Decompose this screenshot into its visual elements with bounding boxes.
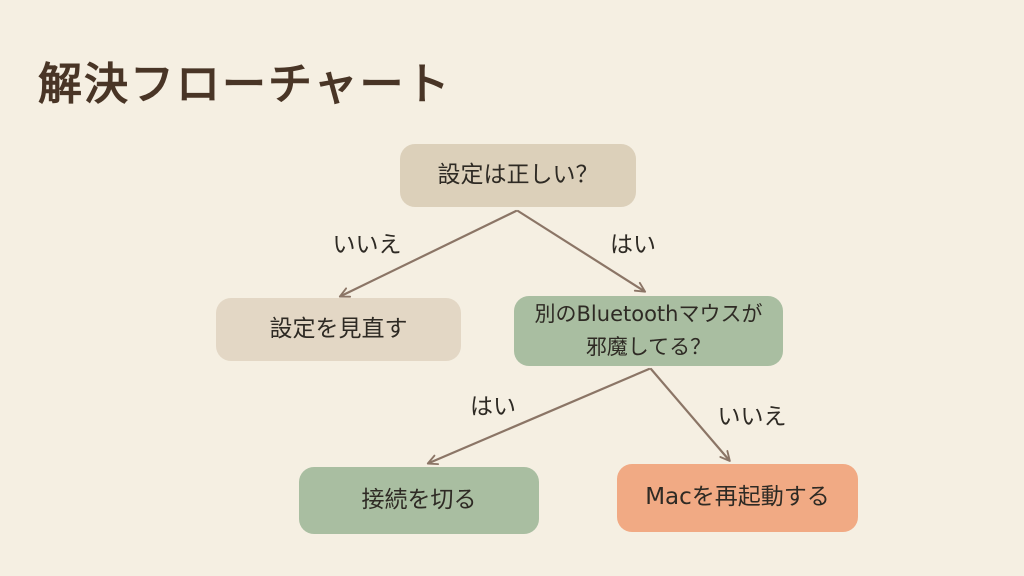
flow-node-label-line1: 別のBluetoothマウスが [534, 302, 763, 327]
flow-node-label-line2: 邪魔してる？ [585, 335, 712, 359]
flow-node-disconnect: 接続を切る [299, 467, 539, 534]
flow-node-other-bluetooth-mouse: 別のBluetoothマウスが 邪魔してる？ [514, 296, 783, 366]
flow-node-label: 設定を見直す [269, 315, 408, 342]
edge-label-yes: はい [470, 394, 516, 420]
edge-label-yes: はい [610, 232, 656, 258]
flow-node-check-settings: 設定は正しい？ [400, 144, 636, 207]
edge-yes-to-disconnect [426, 367, 651, 466]
edge-label-no: いいえ [332, 232, 402, 258]
flow-node-restart-mac: Macを再起動する [617, 464, 858, 532]
edge-label-no: いいえ [717, 404, 787, 430]
flow-node-label: 設定は正しい？ [437, 161, 599, 188]
flow-node-label: Macを再起動する [645, 484, 830, 511]
flow-node-review-settings: 設定を見直す [216, 298, 461, 361]
page-title: 解決フローチャート [38, 59, 452, 110]
flow-node-label: 接続を切る [361, 486, 477, 513]
